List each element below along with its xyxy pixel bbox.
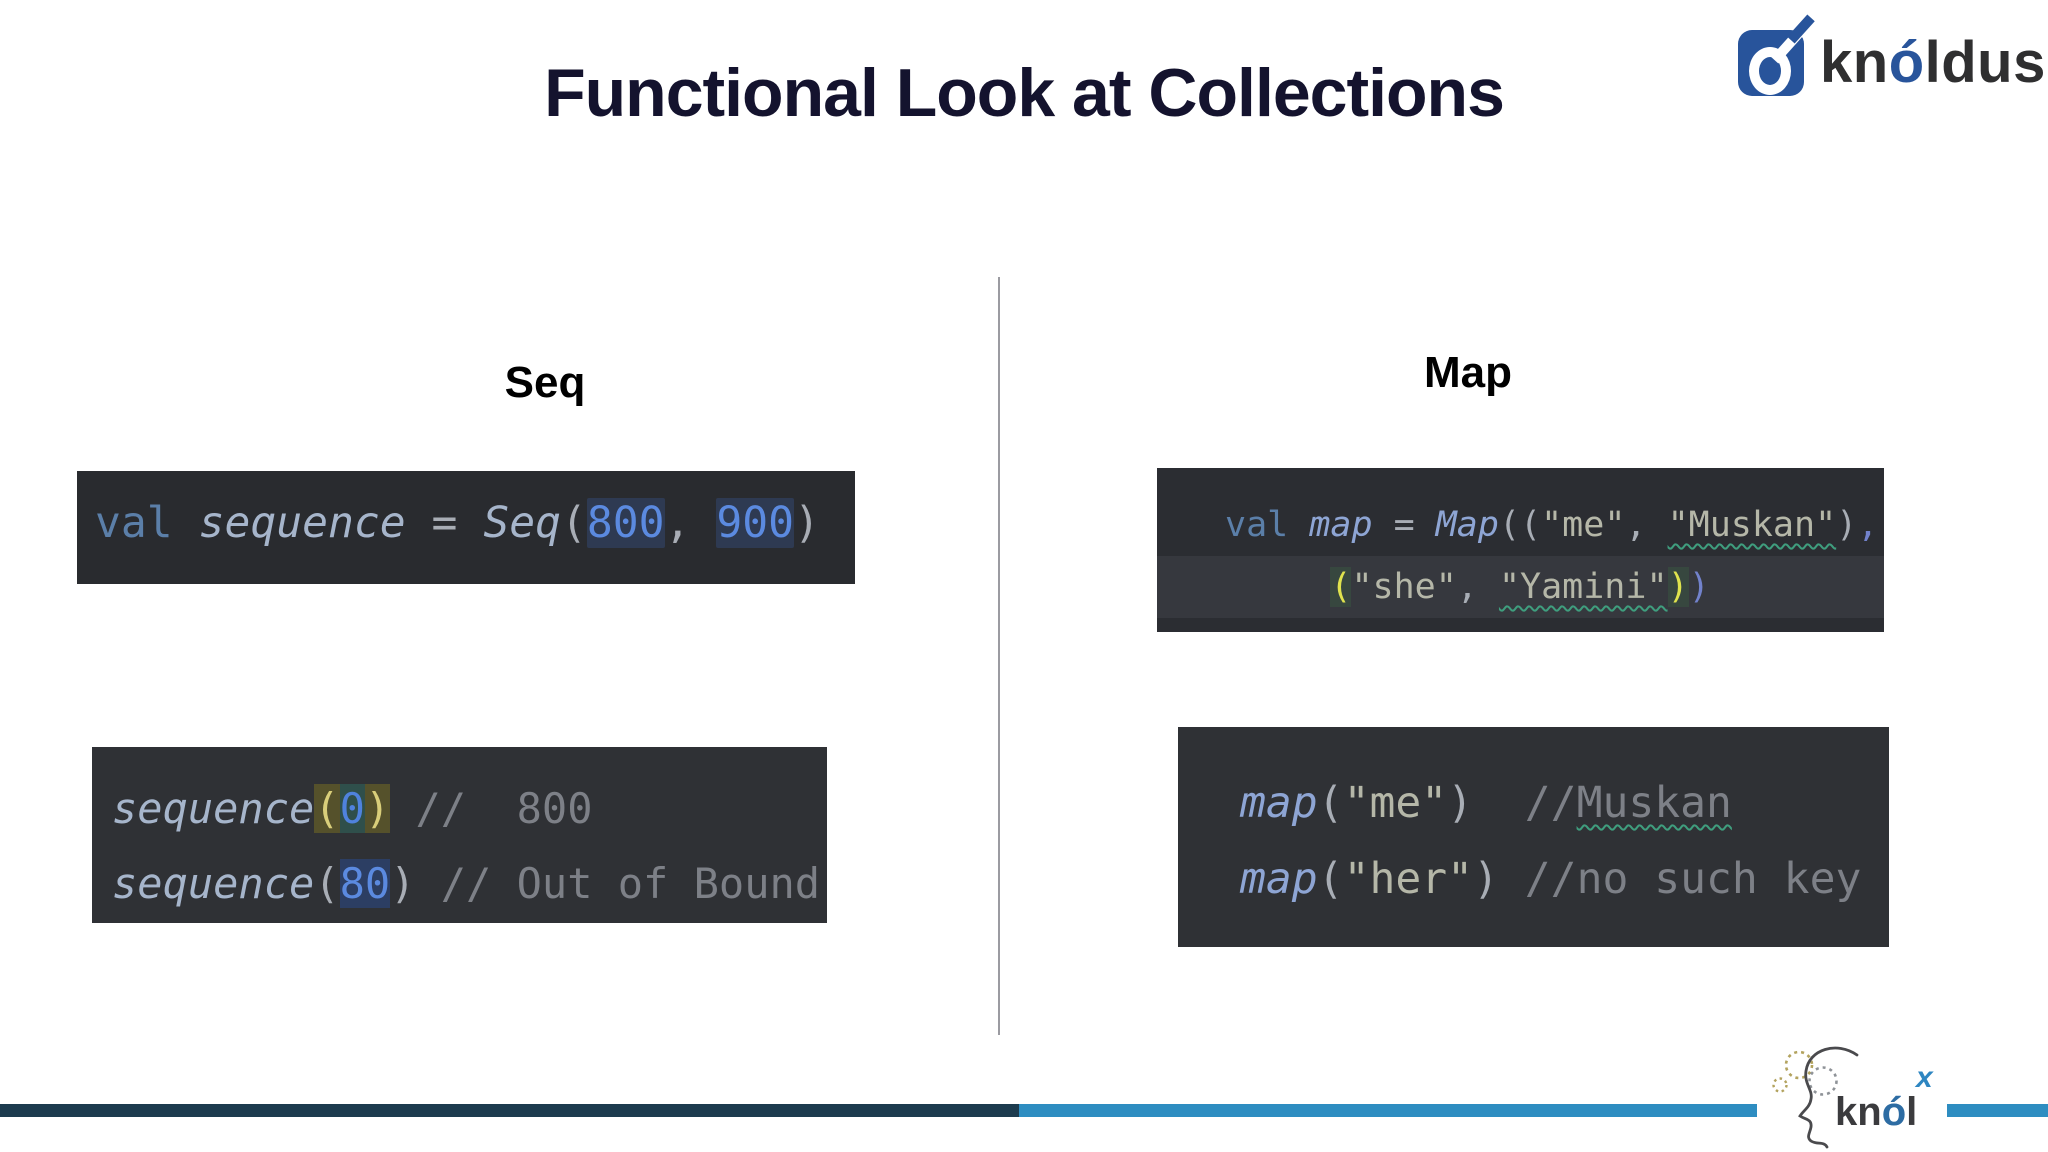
brand-o-accent: ó bbox=[1888, 30, 1925, 95]
code-token: // Out of Bound bbox=[440, 859, 821, 908]
code-token: 0 bbox=[339, 784, 365, 833]
code-line: sequence(0) // 800 bbox=[112, 771, 827, 846]
code-token: ( bbox=[314, 784, 340, 833]
code-token: "Muskan" bbox=[1667, 505, 1837, 545]
code-token: 900 bbox=[716, 498, 795, 548]
code-token: ( bbox=[1317, 778, 1344, 828]
code-line: map("me") //Muskan bbox=[1240, 765, 1889, 841]
code-token: 800 bbox=[586, 498, 665, 548]
code-token: ) bbox=[1667, 567, 1689, 607]
code-token: 80 bbox=[339, 859, 391, 908]
knolx-sup-x: x bbox=[1914, 1061, 1934, 1094]
code-token bbox=[415, 859, 440, 908]
code-token: ( bbox=[1330, 567, 1352, 607]
code-token bbox=[1473, 778, 1525, 828]
code-line: map("her") //no such key bbox=[1240, 841, 1889, 917]
code-token: sequence bbox=[198, 498, 406, 548]
code-token: ( bbox=[1317, 854, 1344, 904]
code-token: //no such key bbox=[1524, 854, 1862, 904]
code-token: "her" bbox=[1343, 854, 1474, 904]
brand-kn: kn bbox=[1820, 30, 1889, 95]
code-token: ( bbox=[561, 498, 587, 548]
page-title: Functional Look at Collections bbox=[544, 55, 1505, 131]
code-token: (( bbox=[1498, 505, 1542, 545]
code-token: , bbox=[664, 498, 717, 548]
code-token bbox=[1288, 505, 1309, 545]
code-token: ) bbox=[1836, 505, 1858, 545]
knolx-logo: knól x bbox=[1757, 1036, 1947, 1152]
knoldus-logo-text: knóldus bbox=[1820, 30, 2046, 96]
knoldus-logo-icon bbox=[1738, 14, 1815, 96]
code-token: , bbox=[1857, 505, 1879, 545]
code-token: = bbox=[1372, 505, 1436, 545]
code-token: , bbox=[1625, 505, 1668, 545]
code-token: Muskan bbox=[1576, 778, 1732, 828]
code-token: "she" bbox=[1351, 567, 1457, 607]
code-token: , bbox=[1456, 567, 1499, 607]
code-token: map bbox=[1309, 505, 1373, 545]
code-token bbox=[1499, 854, 1525, 904]
code-token: "me" bbox=[1541, 505, 1626, 545]
code-token: sequence bbox=[112, 784, 315, 833]
code-token bbox=[1225, 567, 1330, 607]
code-line: sequence(80) // Out of Bound bbox=[112, 846, 827, 921]
footer-bar-dark bbox=[0, 1104, 1019, 1117]
knolx-logo-text: knól bbox=[1835, 1090, 1917, 1134]
code-token: ) bbox=[1473, 854, 1499, 904]
code-token: Seq bbox=[483, 498, 562, 548]
code-token: ) bbox=[390, 859, 416, 908]
code-token: = bbox=[405, 498, 484, 548]
code-token: ) bbox=[794, 498, 820, 548]
code-token: // 800 bbox=[415, 784, 593, 833]
map-section-header: Map bbox=[1424, 348, 1512, 397]
knoldus-logo: knóldus bbox=[1738, 14, 2046, 98]
code-token: ) bbox=[364, 784, 391, 833]
code-token bbox=[173, 498, 199, 548]
code-token: val bbox=[1225, 505, 1289, 545]
code-token: "me" bbox=[1343, 778, 1448, 828]
seq-section-header: Seq bbox=[504, 358, 586, 407]
knolx-logo-graphic: knól x bbox=[1772, 1046, 1934, 1149]
knolx-gear-dots-icon bbox=[1772, 1050, 1838, 1096]
section-divider bbox=[998, 277, 1000, 1035]
code-token: "Yamini" bbox=[1498, 567, 1668, 607]
code-token: sequence bbox=[112, 859, 315, 908]
code-block-map-definition: val map = Map(("me", "Muskan"), ("she", … bbox=[1157, 468, 1884, 632]
code-token: map bbox=[1240, 854, 1318, 904]
code-token: ) bbox=[1447, 778, 1474, 828]
code-token: ( bbox=[314, 859, 340, 908]
brand-ldus: ldus bbox=[1924, 30, 2046, 95]
knolx-head-icon bbox=[1798, 1046, 1859, 1149]
knoldus-icon-ring bbox=[1749, 47, 1791, 95]
code-token: Map bbox=[1435, 505, 1499, 545]
code-token: ) bbox=[1688, 567, 1710, 607]
code-token bbox=[390, 784, 415, 833]
code-line: ("she", "Yamini")) bbox=[1157, 556, 1884, 618]
code-token: map bbox=[1240, 778, 1318, 828]
code-line: val sequence = Seq(800, 900) bbox=[95, 497, 855, 549]
code-block-seq-definition: val sequence = Seq(800, 900) bbox=[77, 471, 855, 584]
code-token: // bbox=[1524, 778, 1577, 828]
code-line: val map = Map(("me", "Muskan"), bbox=[1225, 494, 1878, 556]
code-token: val bbox=[95, 498, 173, 548]
